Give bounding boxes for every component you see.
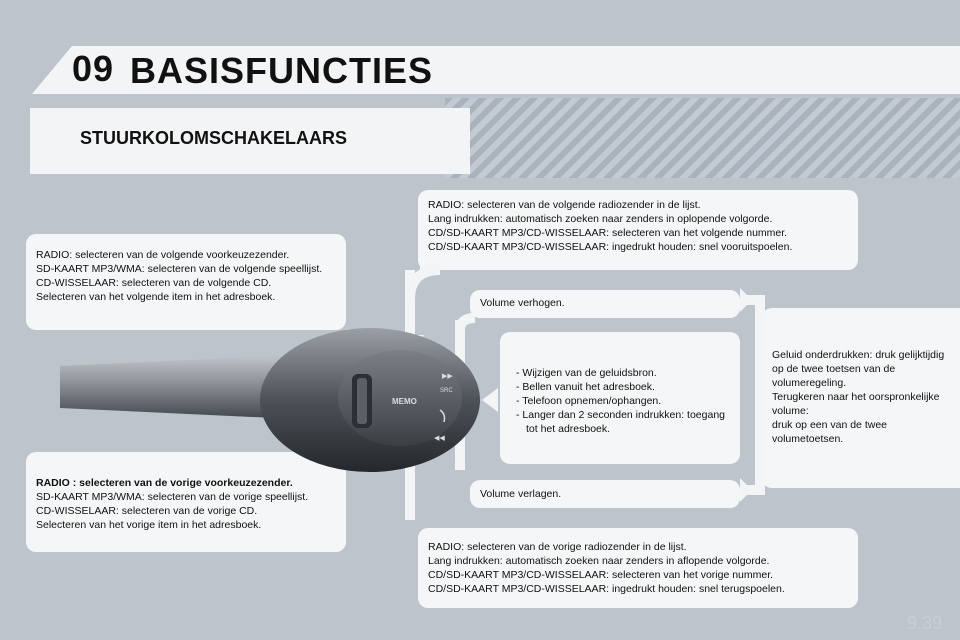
next-station-box: RADIO: selecteren van de volgende radioz… (418, 190, 858, 270)
text-line: CD/SD-KAART MP3/CD-WISSELAAR: selecteren… (428, 227, 788, 239)
phone-icon[interactable] (439, 409, 446, 423)
arrow-head (482, 388, 498, 412)
arrow-head (740, 478, 752, 502)
mute-box: Geluid onderdrukken: druk gelijktijdig o… (762, 308, 960, 488)
memo-label[interactable]: MEMO (392, 397, 417, 406)
text-line: Selecteren van het volgende item in het … (36, 291, 276, 303)
arrow-head (740, 288, 752, 312)
volume-wheel-ridge (357, 378, 367, 424)
list-item: Telefoon opnemen/ophangen. (522, 394, 730, 408)
text-line: RADIO: selecteren van de vorige radiozen… (428, 541, 687, 553)
section-title-panel (30, 108, 470, 174)
source-button-box: Wijzigen van de geluidsbron. Bellen vanu… (500, 332, 740, 464)
fwd-icon[interactable]: ▶▶ (442, 373, 453, 380)
text-line: CD-WISSELAAR: selecteren van de volgende… (36, 277, 272, 289)
rew-icon[interactable]: ◀◀ (434, 435, 445, 442)
text-line: CD/SD-KAART MP3/CD-WISSELAAR: ingedrukt … (428, 241, 793, 253)
text-line: SD-KAART MP3/WMA: selecteren van de vori… (36, 491, 309, 503)
text-line: CD-WISSELAAR: selecteren van de vorige C… (36, 505, 258, 517)
text-line: SD-KAART MP3/WMA: selecteren van de volg… (36, 263, 323, 275)
text-line: RADIO: selecteren van de volgende voorke… (36, 249, 290, 261)
volume-down-box: Volume verlagen. (470, 480, 740, 508)
text-line: Geluid onderdrukken: druk gelijktijdig o… (772, 349, 945, 389)
text-line: Volume verlagen. (480, 488, 562, 500)
page-number: 9.39 (906, 613, 942, 633)
text-line: RADIO : selecteren van de vorige voorkeu… (36, 477, 293, 489)
text-line: Selecteren van het vorige item in het ad… (36, 519, 262, 531)
chapter-number: 09 (72, 48, 115, 89)
hatched-band (445, 98, 960, 178)
text-line: druk op een van de twee volumetoetsen. (772, 419, 887, 445)
text-line: RADIO: selecteren van de volgende radioz… (428, 199, 701, 211)
list-item: Langer dan 2 seconden indrukken: toegang… (522, 408, 730, 436)
section-title: STUURKOLOMSCHAKELAARS (80, 128, 347, 148)
text-line: CD/SD-KAART MP3/CD-WISSELAAR: selecteren… (428, 569, 774, 581)
text-line: Volume verhogen. (480, 297, 565, 309)
volume-up-box: Volume verhogen. (470, 290, 740, 318)
text-line: Lang indrukken: automatisch zoeken naar … (428, 213, 773, 225)
previous-station-box: RADIO: selecteren van de vorige radiozen… (418, 528, 858, 608)
chapter-title: BASISFUNCTIES (130, 50, 434, 91)
src-label[interactable]: SRC (440, 388, 453, 394)
previous-preset-box: RADIO : selecteren van de vorige voorkeu… (26, 452, 346, 552)
text-line: Terugkeren naar het oorspronkelijke volu… (772, 391, 940, 417)
header-bar (32, 46, 960, 94)
text-line: Lang indrukken: automatisch zoeken naar … (428, 555, 770, 567)
list-item: Bellen vanuit het adresboek. (522, 380, 730, 394)
text-line: CD/SD-KAART MP3/CD-WISSELAAR: ingedrukt … (428, 583, 785, 595)
next-preset-box: RADIO: selecteren van de volgende voorke… (26, 234, 346, 330)
list-item: Wijzigen van de geluidsbron. (522, 366, 730, 380)
